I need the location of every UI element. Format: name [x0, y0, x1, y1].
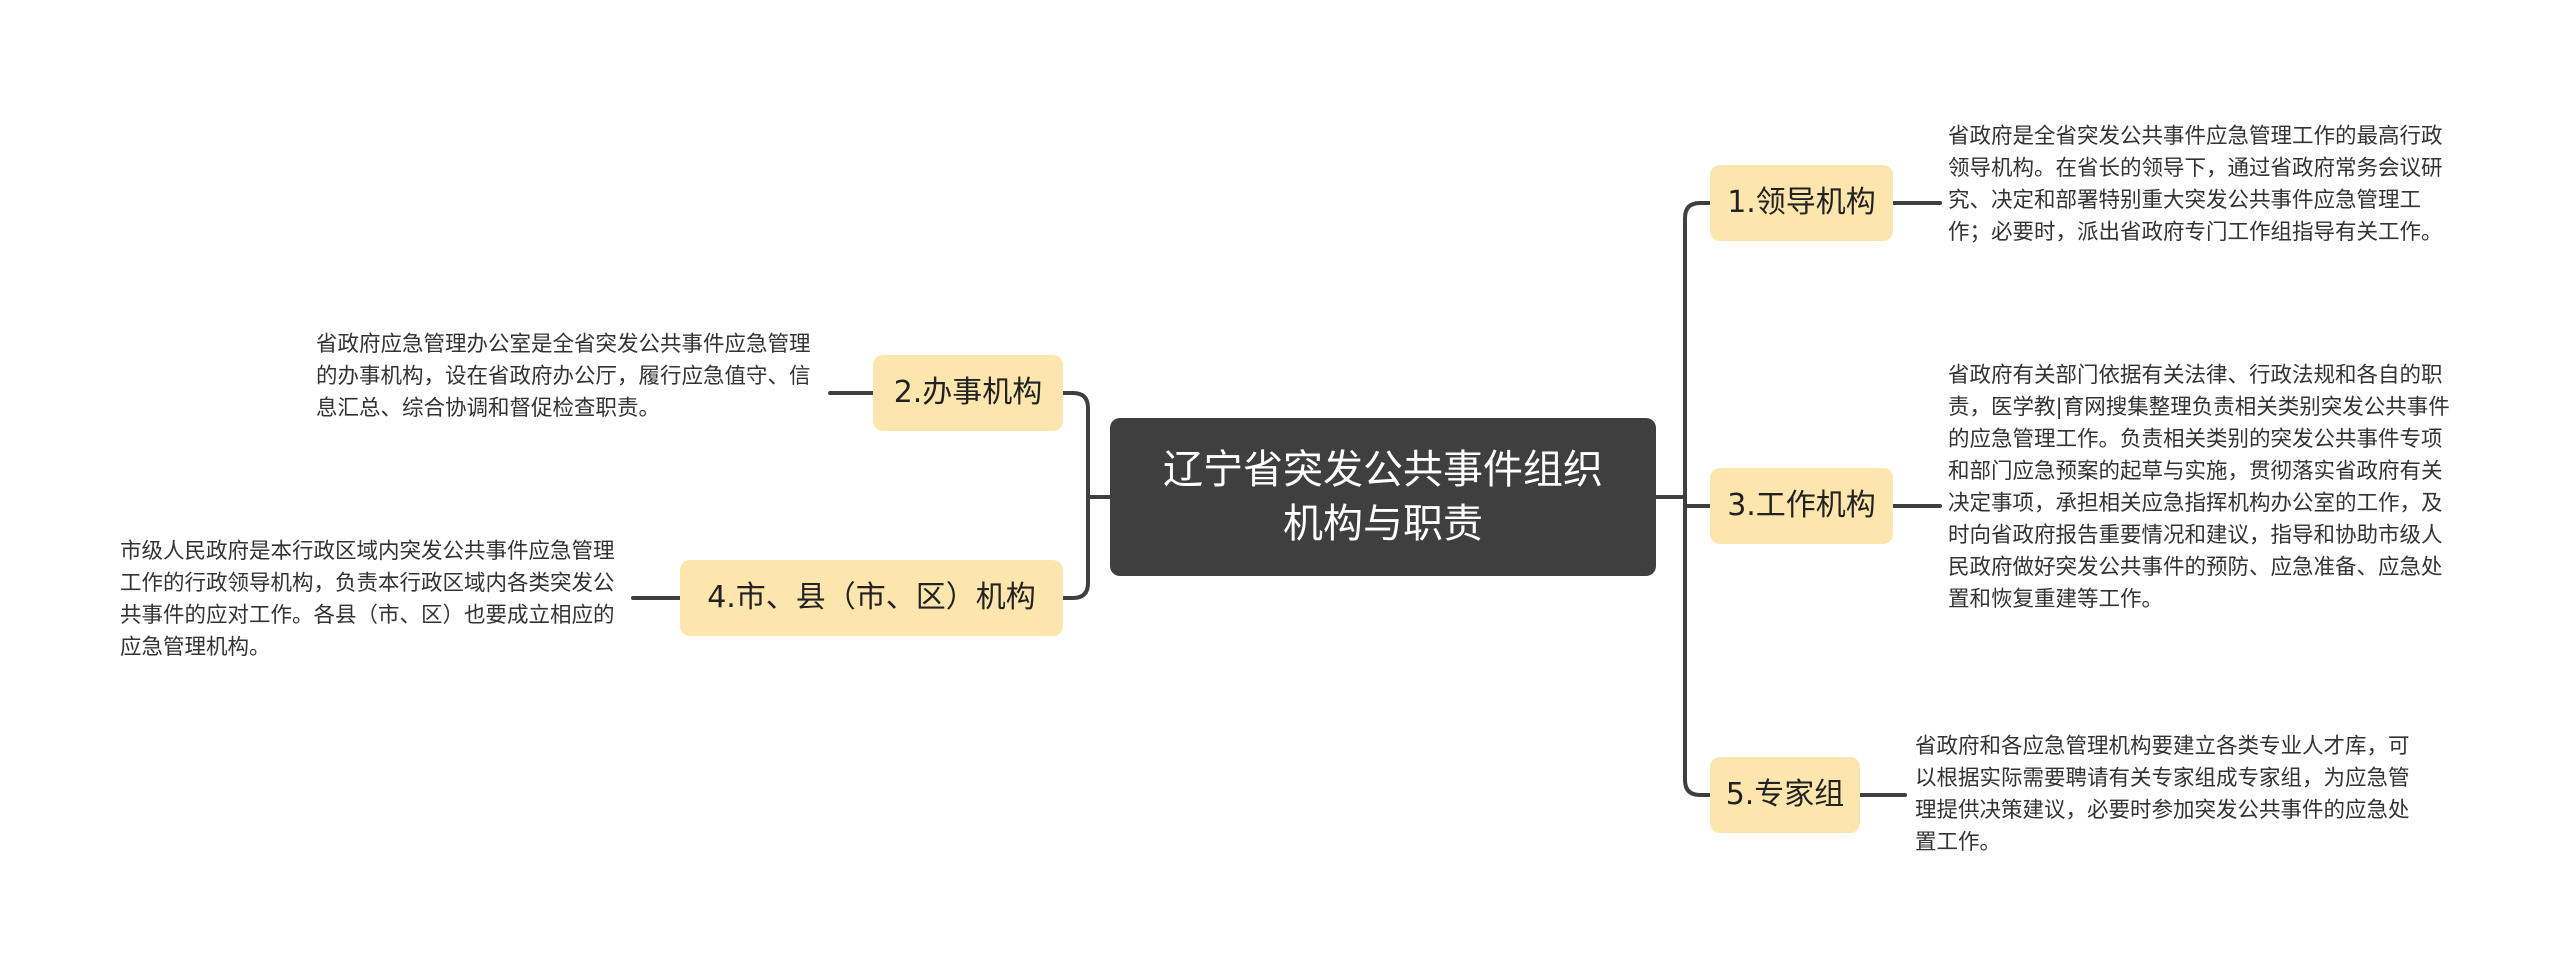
desc-office: 省政府应急管理办公室是全省突发公共事件应急管理的办事机构，设在省政府办公厅，履行…: [316, 332, 811, 421]
branch-expert-group[interactable]: 5.专家组: [1710, 757, 1860, 833]
connector-branch-1: [1683, 201, 1712, 499]
connector-branch-4: [1061, 495, 1090, 600]
connector-branch-5: [1683, 495, 1712, 797]
branch-working[interactable]: 3.工作机构: [1710, 468, 1893, 544]
desc-city-county: 市级人民政府是本行政区域内突发公共事件应急管理工作的行政领导机构，负责本行政区域…: [120, 539, 615, 660]
branch-city-county[interactable]: 4.市、县（市、区）机构: [680, 560, 1063, 636]
connector-branch-2: [1061, 391, 1090, 499]
desc-working: 省政府有关部门依据有关法律、行政法规和各自的职责，医学教|育网搜集整理负责相关类…: [1948, 363, 2450, 612]
branch-office[interactable]: 2.办事机构: [873, 355, 1063, 431]
desc-expert-group: 省政府和各应急管理机构要建立各类专业人才库，可以根据实际需要聘请有关专家组成专家…: [1915, 734, 2410, 855]
branch-leadership[interactable]: 1.领导机构: [1710, 165, 1893, 241]
central-topic: 辽宁省突发公共事件组织 机构与职责: [1110, 418, 1656, 576]
desc-leadership: 省政府是全省突发公共事件应急管理工作的最高行政领导机构。在省长的领导下，通过省政…: [1948, 124, 2443, 245]
